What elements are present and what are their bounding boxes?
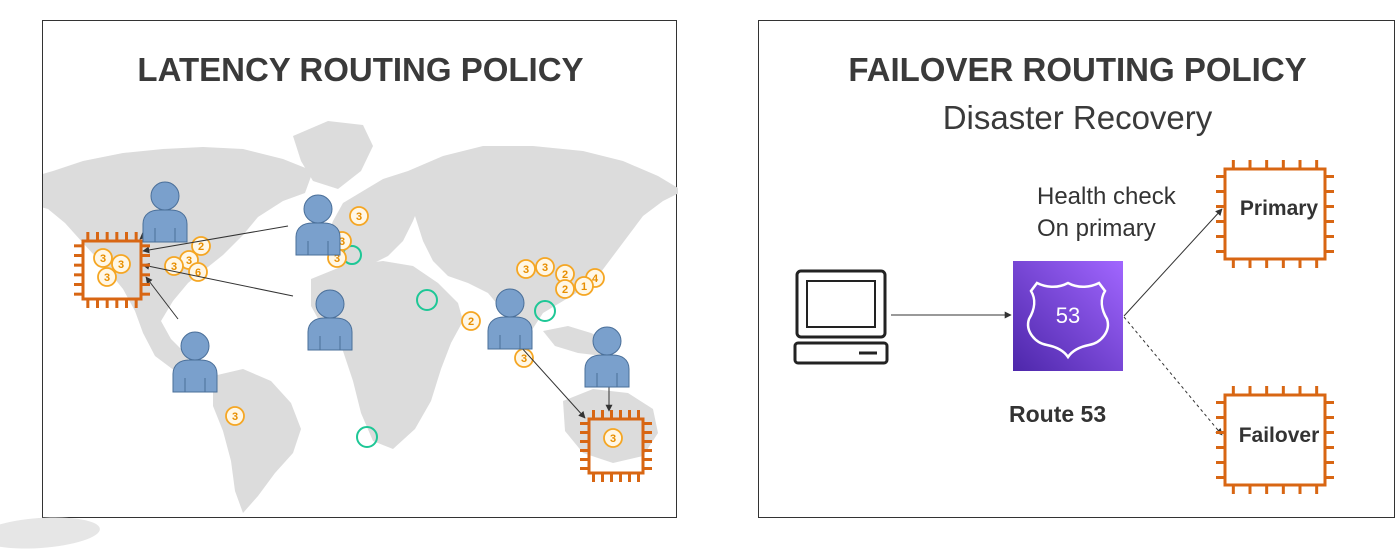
- failover-routing-panel: FAILOVER ROUTING POLICY Disaster Recover…: [758, 20, 1395, 518]
- edge-location-count: 3: [542, 262, 548, 274]
- edge-location-count: 3: [171, 261, 177, 273]
- user-icon: [172, 331, 218, 393]
- primary-chip-icon: [1216, 160, 1334, 268]
- region-markers: [342, 245, 556, 448]
- ec2-chip-icon: [74, 232, 150, 308]
- edge-location-count: 1: [581, 281, 587, 293]
- latency-chips: [74, 232, 652, 482]
- user-icon: [142, 181, 188, 243]
- arrow-route53-primary: [1123, 208, 1223, 317]
- region-marker: [416, 289, 438, 311]
- failover-title: FAILOVER ROUTING POLICY: [848, 51, 1307, 88]
- edge-location-badge: 3: [97, 267, 117, 287]
- route53-icon: 53: [1013, 261, 1123, 371]
- primary-label: Primary: [1239, 197, 1319, 220]
- edge-location-badges: 333323363333322412333: [93, 206, 623, 448]
- world-map: [43, 121, 678, 513]
- edge-location-badge: 3: [516, 259, 536, 279]
- health-check-line2: On primary: [1037, 215, 1156, 242]
- edge-location-badge: 3: [349, 206, 369, 226]
- edge-location-badge: 3: [225, 406, 245, 426]
- edge-location-count: 3: [521, 353, 527, 365]
- arrow-user-africa: [142, 262, 294, 297]
- latency-arrows: [139, 220, 613, 419]
- edge-location-count: 4: [592, 273, 599, 285]
- user-icon: [295, 194, 341, 256]
- edge-location-count: 3: [334, 253, 340, 265]
- user-icon: [307, 289, 353, 351]
- edge-location-badge: 3: [603, 428, 623, 448]
- health-check-text: Health check On primary: [1037, 181, 1176, 245]
- latency-diagram: 333323363333322412333: [43, 121, 678, 513]
- shield-icon: [1026, 281, 1110, 360]
- asia-shape: [408, 146, 678, 336]
- edge-location-count: 6: [195, 267, 201, 279]
- arrow-user-europe: [142, 225, 289, 254]
- edge-location-badge: 2: [555, 264, 575, 284]
- edge-location-count: 2: [562, 284, 568, 296]
- ec2-chip-icon: [580, 410, 652, 482]
- failover-label: Failover: [1238, 424, 1320, 447]
- edge-location-count: 2: [468, 316, 474, 328]
- edge-location-badge: 1: [574, 276, 594, 296]
- client-computer-icon: [793, 269, 889, 365]
- failover-subtitle: Disaster Recovery: [942, 99, 1213, 136]
- edge-location-count: 2: [198, 241, 204, 253]
- edge-location-badge: 2: [461, 311, 481, 331]
- region-marker: [534, 300, 556, 322]
- edge-location-count: 3: [610, 433, 616, 445]
- edge-location-count: 3: [523, 264, 529, 276]
- users: [142, 181, 630, 393]
- route53-label: Route 53: [1009, 401, 1107, 427]
- australia-shape: [563, 389, 658, 463]
- edge-location-badge: 3: [111, 254, 131, 274]
- failover-chips: [1216, 160, 1334, 494]
- arrow-user-sa: [145, 276, 179, 320]
- arrow-user-india: [510, 335, 586, 419]
- failover-chip-icon: [1216, 386, 1334, 494]
- edge-location-count: 3: [339, 236, 345, 248]
- latency-title: LATENCY ROUTING POLICY: [137, 51, 584, 88]
- edge-location-count: 3: [104, 272, 110, 284]
- user-icon: [584, 326, 630, 388]
- edge-location-badge: 6: [188, 262, 208, 282]
- edge-location-count: 3: [356, 211, 362, 223]
- edge-location-badge: 2: [555, 279, 575, 299]
- africa-shape: [311, 261, 463, 449]
- edge-location-count: 3: [118, 259, 124, 271]
- failover-diagram: 53: [793, 160, 1334, 494]
- south-america-shape: [213, 369, 301, 513]
- user-icon: [487, 288, 533, 350]
- edge-location-count: 3: [100, 253, 106, 265]
- decorative-swoosh: [0, 513, 101, 552]
- edge-location-badge: 3: [93, 248, 113, 268]
- edge-location-count: 3: [186, 255, 192, 267]
- region-marker: [356, 426, 378, 448]
- route53-icon-text: 53: [1056, 303, 1080, 328]
- arrow-route53-failover: [1123, 316, 1223, 436]
- edge-location-count: 3: [232, 411, 238, 423]
- greenland-shape: [293, 121, 373, 189]
- edge-location-badge: 3: [535, 257, 555, 277]
- edge-location-count: 2: [562, 269, 568, 281]
- latency-routing-panel: LATENCY ROUTING POLICY: [42, 20, 678, 518]
- health-check-line1: Health check: [1037, 183, 1176, 210]
